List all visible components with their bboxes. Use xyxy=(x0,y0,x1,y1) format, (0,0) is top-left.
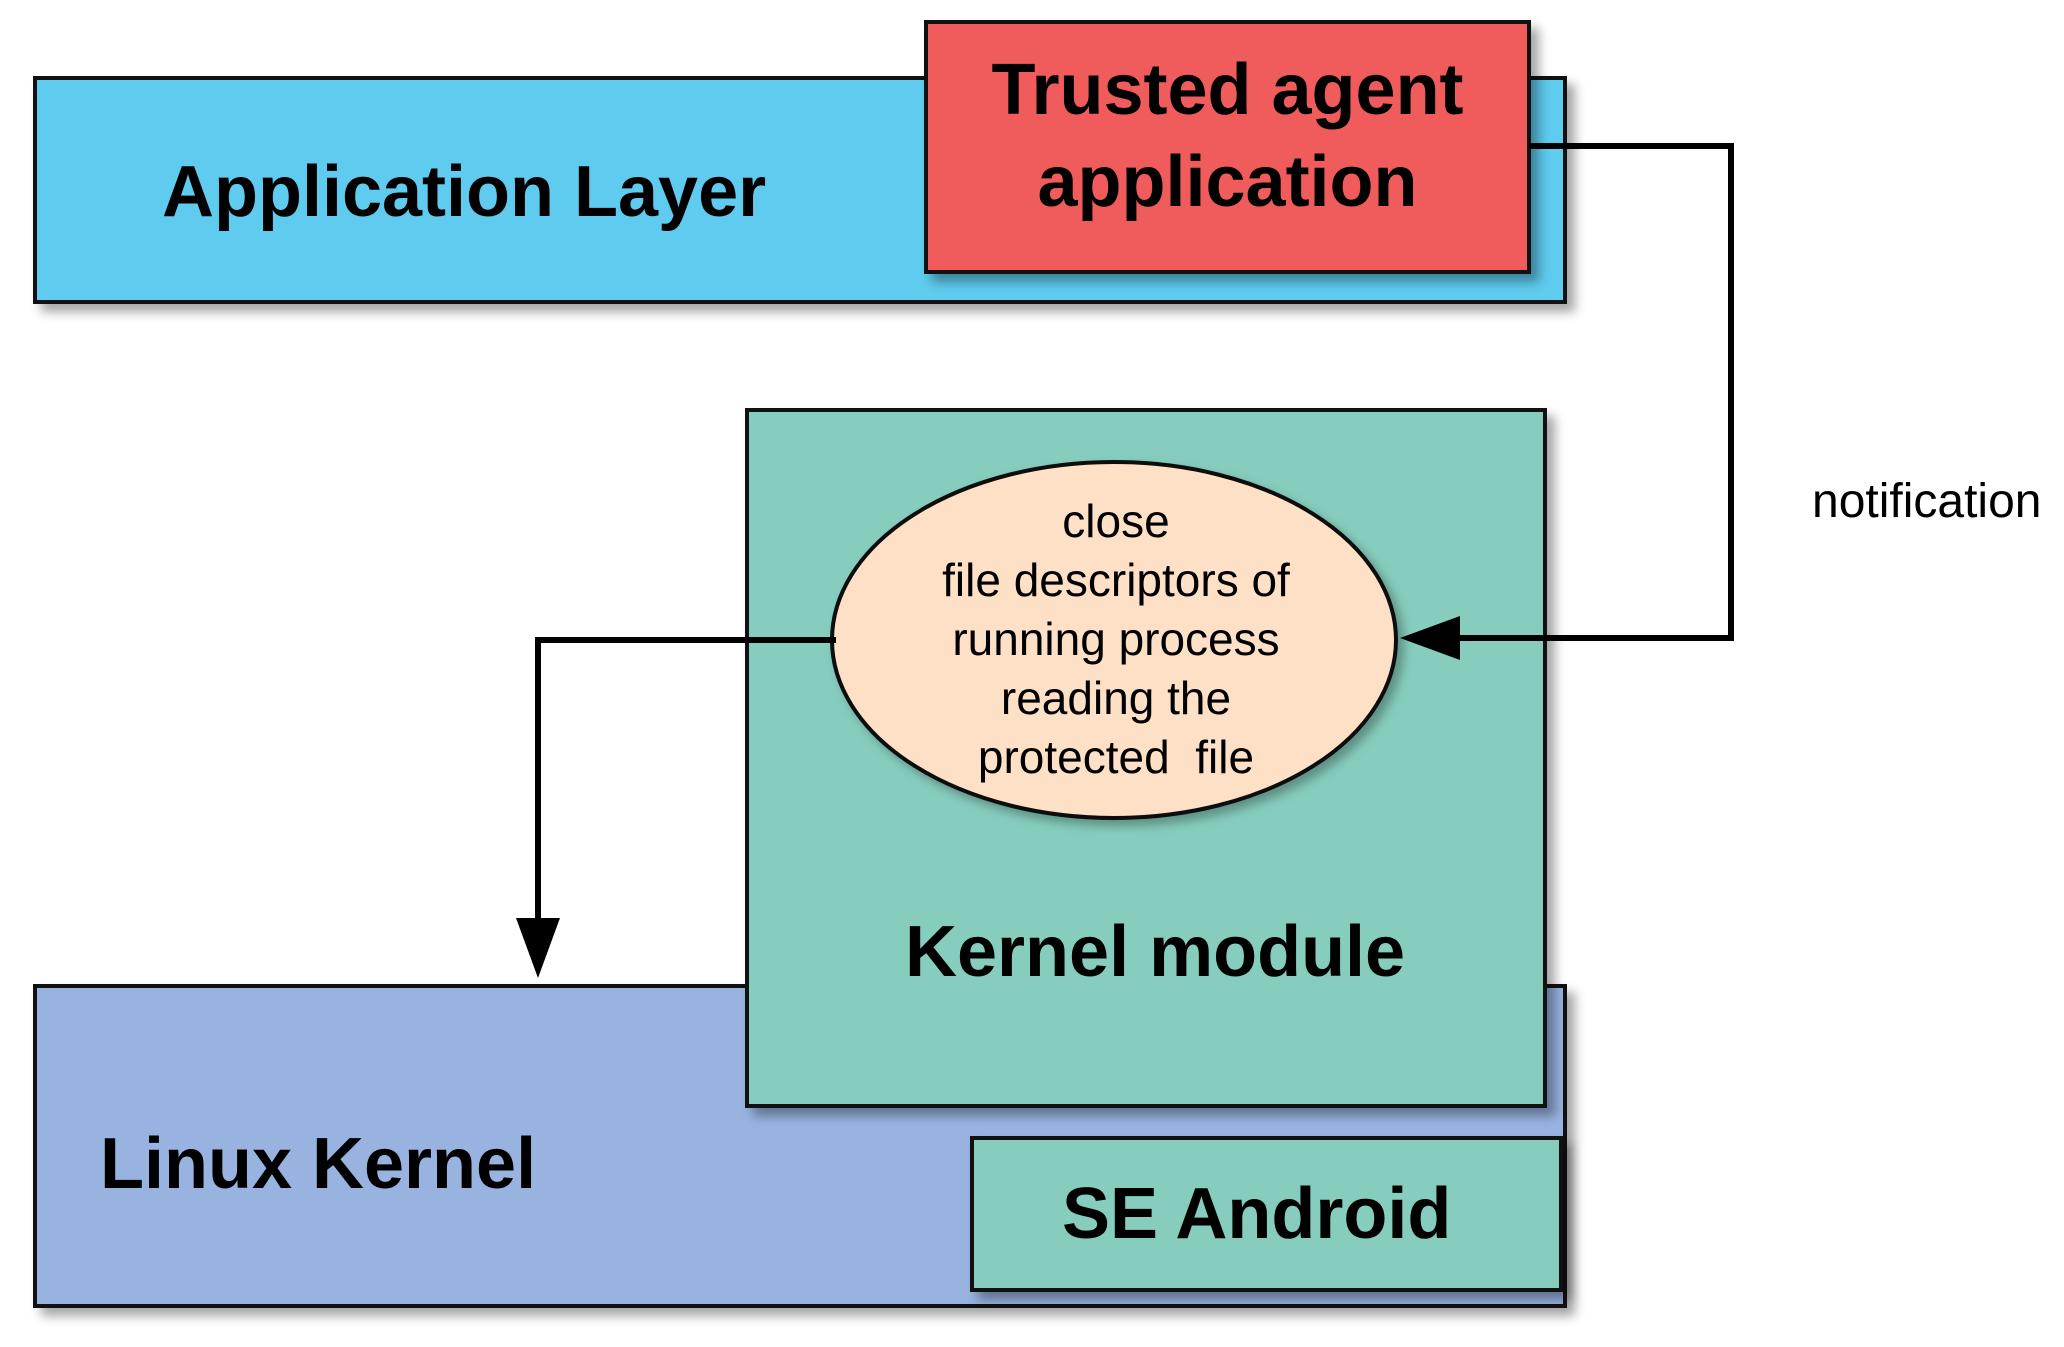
trusted-agent-label: Trusted agent application xyxy=(924,44,1531,228)
se-android-label: SE Android xyxy=(1062,1174,1452,1254)
ellipse-line-4: reading the xyxy=(1000,672,1232,724)
se-android-box xyxy=(970,1136,1563,1292)
trusted-agent-label-line2: application xyxy=(1037,142,1418,222)
action-ellipse-text: close file descriptors of running proces… xyxy=(840,492,1392,787)
notification-label: notification xyxy=(1812,475,2042,528)
notification-connector xyxy=(1440,143,1734,641)
ellipse-line-1: close xyxy=(1062,495,1170,547)
kernel-module-label: Kernel module xyxy=(905,912,1406,992)
ellipse-line-3: running process xyxy=(952,613,1280,665)
kernel-arrowhead xyxy=(516,918,560,978)
kernel-connector xyxy=(535,637,836,928)
ellipse-line-2: file descriptors of xyxy=(942,554,1290,606)
ellipse-line-5: protected file xyxy=(977,731,1255,783)
trusted-agent-label-line1: Trusted agent xyxy=(991,50,1464,130)
linux-kernel-label: Linux Kernel xyxy=(100,1124,537,1204)
trusted-agent-box xyxy=(924,20,1531,274)
application-layer-label: Application Layer xyxy=(162,152,767,232)
notification-arrowhead xyxy=(1400,616,1460,660)
